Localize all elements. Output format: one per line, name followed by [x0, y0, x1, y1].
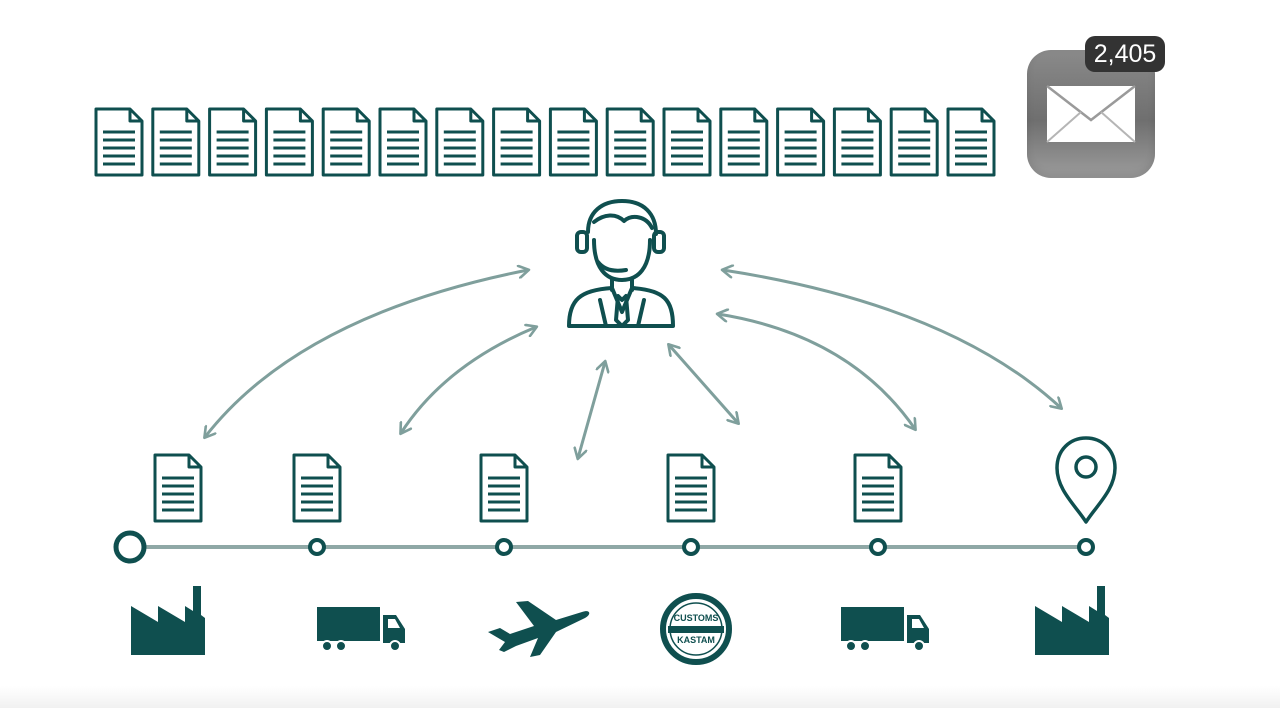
arrow-origin	[205, 270, 528, 437]
timeline-node-origin-factory	[113, 530, 147, 564]
document-icon	[719, 107, 769, 177]
timeline-node-destination-factory	[1077, 538, 1095, 556]
location-pin-icon	[1055, 436, 1117, 524]
document-icon	[776, 107, 826, 177]
timeline-node-customs	[682, 538, 700, 556]
timeline-nodes	[113, 530, 1095, 564]
stage-markers	[153, 436, 1117, 524]
document-icon	[292, 453, 342, 523]
unread-count-badge: 2,405	[1085, 36, 1165, 72]
airplane-icon	[488, 601, 590, 657]
document-icon	[208, 107, 258, 177]
communication-arrows	[205, 270, 1061, 458]
document-icon	[889, 107, 939, 177]
arrow-customs	[669, 345, 738, 423]
timeline-node-truck-pickup	[308, 538, 326, 556]
document-icon	[492, 107, 542, 177]
arrow-truck-pickup	[401, 327, 536, 433]
truck-icon	[317, 607, 405, 652]
customer-service-agent-icon	[567, 199, 675, 328]
customs-stamp-top: CUSTOMS	[674, 613, 719, 623]
document-icon	[151, 107, 201, 177]
document-icon	[264, 107, 314, 177]
arrow-destination	[723, 270, 1061, 408]
document-stack	[94, 107, 996, 177]
customs-stamp-icon: CUSTOMS KASTAM	[660, 593, 732, 665]
bottom-edge	[0, 686, 1280, 708]
arrow-truck-delivery	[718, 314, 915, 429]
document-icon	[435, 107, 485, 177]
document-icon	[605, 107, 655, 177]
document-icon	[832, 107, 882, 177]
document-icon	[378, 107, 428, 177]
customs-stamp-bottom: KASTAM	[677, 635, 715, 645]
envelope-icon	[1046, 85, 1136, 143]
truck-icon	[841, 607, 929, 652]
arrow-air-freight	[578, 362, 605, 458]
document-icon	[479, 453, 529, 523]
timeline-node-truck-delivery	[869, 538, 887, 556]
document-icon	[321, 107, 371, 177]
factory-icon	[1035, 586, 1109, 655]
document-icon	[853, 453, 903, 523]
factory-icon	[131, 586, 205, 655]
timeline-node-air-freight	[495, 538, 513, 556]
document-icon	[548, 107, 598, 177]
document-icon	[666, 453, 716, 523]
document-icon	[94, 107, 144, 177]
document-icon	[153, 453, 203, 523]
document-icon	[946, 107, 996, 177]
document-icon	[662, 107, 712, 177]
